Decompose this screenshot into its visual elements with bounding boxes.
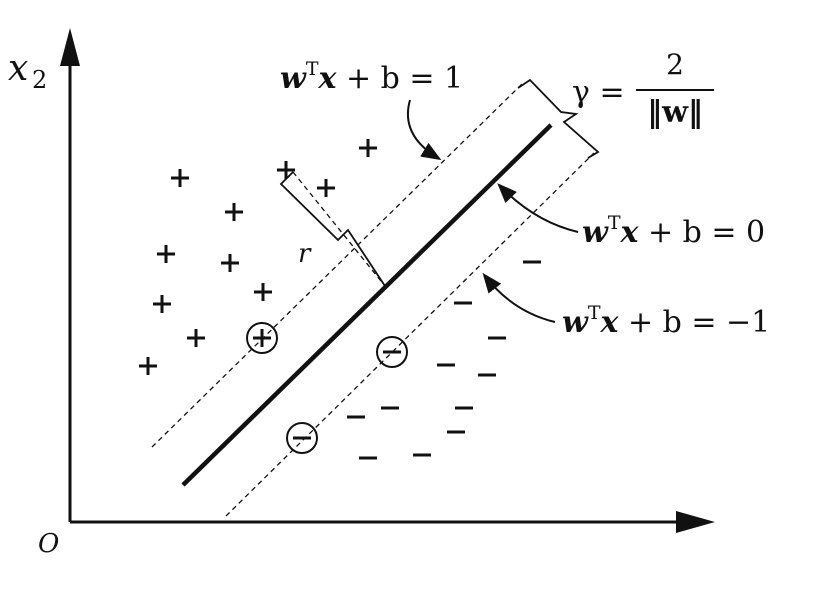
positive-sample — [277, 161, 295, 179]
equation-hyperplane: wTx + b = 0 — [582, 212, 765, 250]
distance-r-label: r — [298, 239, 312, 269]
gamma-equals: γ = — [572, 75, 625, 110]
equation-negative-margin: wTx + b = −1 — [562, 302, 770, 340]
y-axis-arrow-icon — [60, 28, 80, 66]
separating-hyperplane — [181, 123, 553, 487]
positive-support-vector — [246, 322, 278, 354]
negative-support-vector — [286, 422, 318, 454]
y-axis-label: x — [8, 48, 28, 89]
positive-sample — [157, 245, 175, 263]
equation-positive-margin: wTx + b = 1 — [280, 58, 463, 96]
negative-margin-line — [225, 152, 595, 517]
positive-sample — [254, 283, 272, 301]
arrow-negative-margin — [482, 272, 556, 323]
positive-sample — [225, 203, 243, 221]
positive-sample — [359, 139, 377, 157]
distance-r-bracket — [279, 171, 386, 287]
arrow-positive-margin — [406, 99, 442, 161]
gamma-denominator: ‖w‖ — [647, 95, 703, 130]
positive-margin-line — [151, 83, 523, 448]
gamma-formula: γ γ = 2 ‖w‖ — [572, 48, 714, 130]
negative-samples — [286, 260, 541, 460]
origin-label: O — [38, 529, 59, 559]
axes — [60, 28, 715, 533]
positive-sample — [153, 295, 171, 313]
y-axis-subscript: 2 — [32, 66, 47, 94]
positive-sample — [317, 179, 335, 197]
positive-sample — [221, 254, 239, 272]
positive-sample — [187, 329, 205, 347]
x-axis-arrow-icon — [676, 511, 715, 533]
arrow-hyperplane — [497, 183, 579, 233]
gamma-numerator: 2 — [666, 48, 684, 81]
positive-sample — [139, 357, 157, 375]
gamma-bracket — [517, 78, 600, 159]
negative-support-vector — [376, 336, 408, 368]
positive-samples — [139, 139, 377, 375]
positive-sample — [171, 169, 189, 187]
